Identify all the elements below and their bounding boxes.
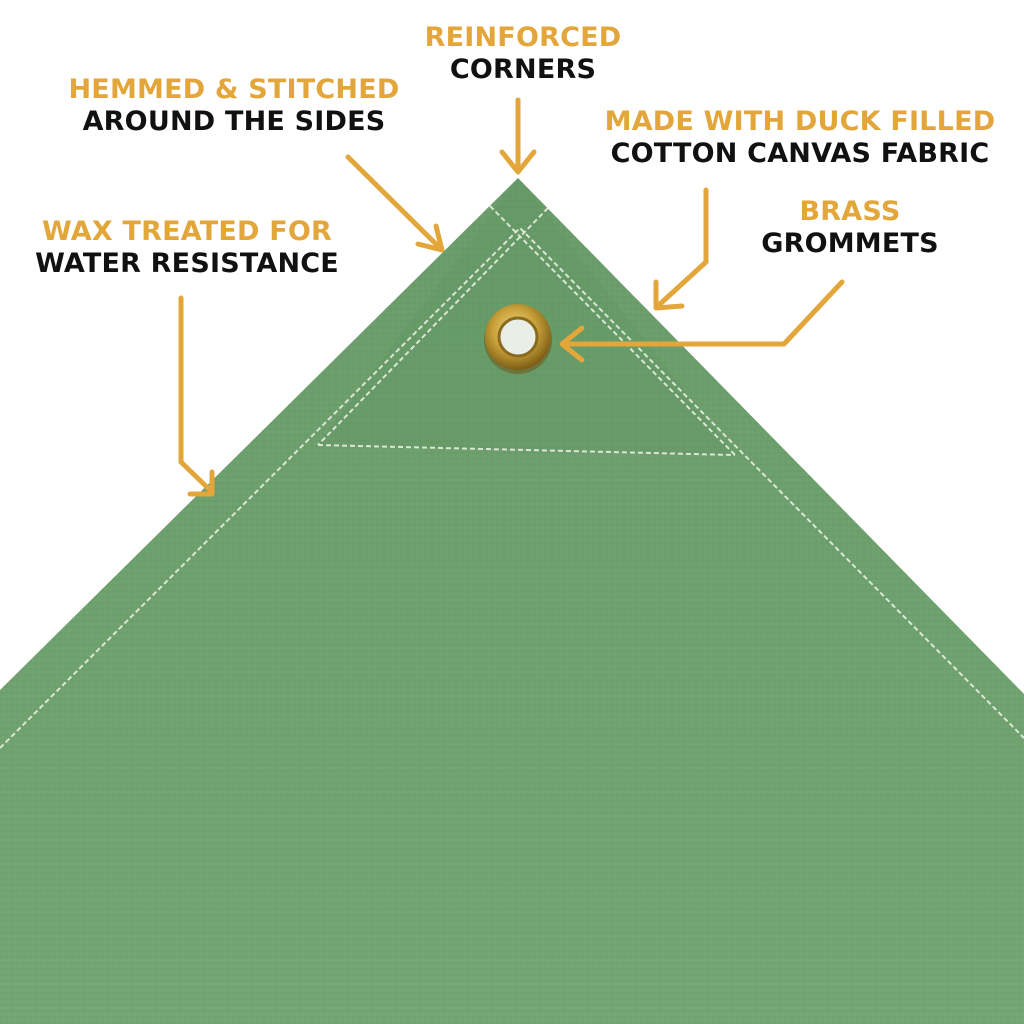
callout-arrows [178, 97, 845, 497]
arrow-icon [653, 187, 709, 311]
callout-brass-grommets: BRASS GROMMETS [752, 196, 948, 261]
stitching [0, 205, 1024, 749]
callout-accent: BRASS [799, 196, 901, 227]
callout-cotton-canvas: MADE WITH DUCK FILLED COTTON CANVAS FABR… [600, 106, 1000, 171]
callout-hemmed-stitched: HEMMED & STITCHED AROUND THE SIDES [64, 74, 404, 139]
callout-wax-treated: WAX TREATED FOR WATER RESISTANCE [32, 216, 342, 281]
callout-accent: REINFORCED [424, 22, 622, 53]
callout-main: WATER RESISTANCE [35, 248, 339, 280]
tarp-texture [0, 178, 1024, 1024]
callout-main: CORNERS [449, 54, 597, 86]
grommet-icon [484, 304, 552, 374]
arrow-icon [345, 154, 445, 253]
callout-main: AROUND THE SIDES [82, 106, 386, 138]
callout-main: GROMMETS [761, 228, 939, 260]
arrow-icon [178, 295, 215, 497]
callout-main: COTTON CANVAS FABRIC [610, 138, 990, 170]
arrow-icon [559, 279, 845, 363]
callout-accent: MADE WITH DUCK FILLED [604, 106, 996, 137]
callout-reinforced-corners: REINFORCED CORNERS [418, 22, 628, 87]
callout-accent: HEMMED & STITCHED [68, 74, 400, 105]
arrow-icon [499, 97, 537, 175]
callout-accent: WAX TREATED FOR [42, 216, 332, 247]
